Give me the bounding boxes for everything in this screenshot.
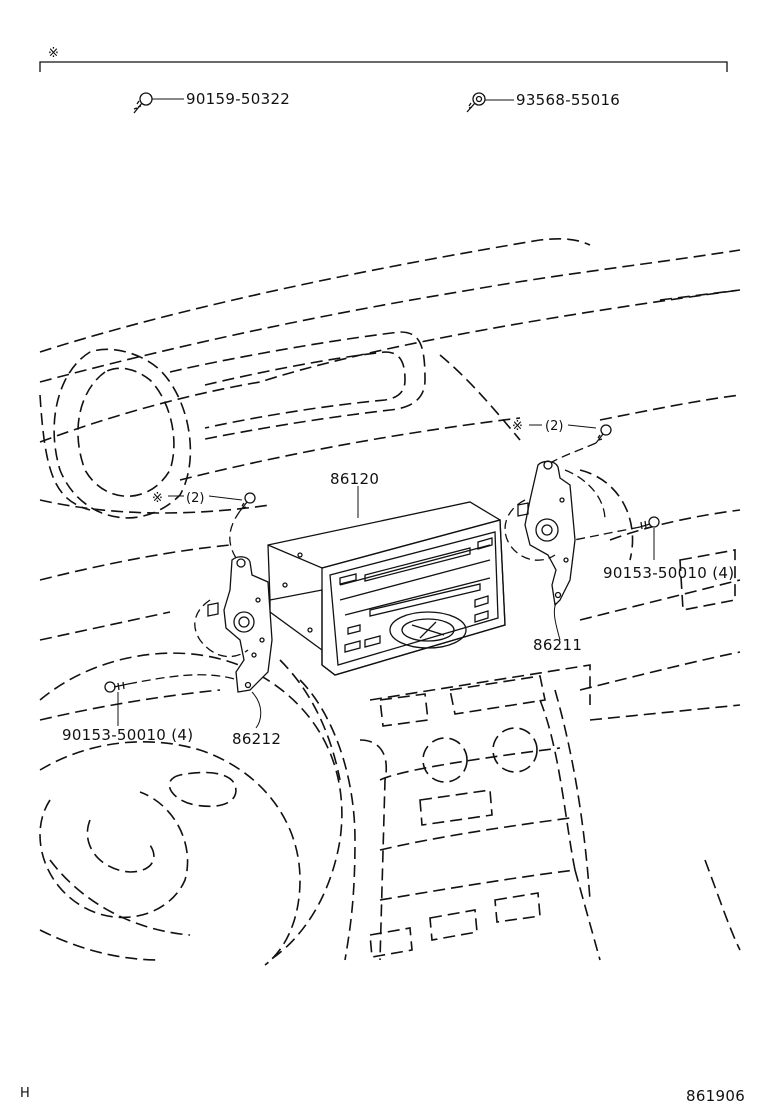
legend-bracket-line [39, 61, 728, 72]
left-bracket[interactable] [207, 556, 273, 693]
bolt-b-icon [466, 92, 486, 113]
figure-number: 861906 [686, 1087, 745, 1105]
qty-left: (2) [186, 491, 204, 506]
qty-right: (2) [545, 419, 563, 434]
left-screw-part-number[interactable]: 90153-50010 (4) [62, 726, 193, 744]
section-code: H [20, 1086, 30, 1101]
radio-part-number[interactable]: 86120 [330, 470, 379, 488]
legend-mark: ※ [48, 46, 59, 61]
left-bracket-part-number[interactable]: 86212 [232, 730, 281, 748]
bolt-b-part-number[interactable]: 93568-55016 [516, 91, 620, 109]
bolt-a-icon [133, 92, 153, 114]
right-bracket-part-number[interactable]: 86211 [533, 636, 582, 654]
radio-unit[interactable] [267, 501, 506, 676]
bolt-a-part-number[interactable]: 90159-50322 [186, 90, 290, 108]
dashboard-outline [39, 238, 741, 966]
legend: ※ 90159-50322 93568-55016 [39, 46, 728, 114]
bolt-left-top-icon [239, 492, 256, 512]
bolt-right-top-icon [595, 424, 612, 444]
right-screw-part-number[interactable]: 90153-50010 (4) [603, 564, 734, 582]
screw-right-icon [639, 516, 660, 530]
mark-right: ※ [512, 419, 523, 434]
mark-left: ※ [152, 491, 163, 506]
assembly-lines [127, 442, 641, 685]
screw-left-icon [104, 681, 129, 693]
right-bracket[interactable] [517, 460, 576, 607]
callout-leaders [117, 424, 655, 729]
